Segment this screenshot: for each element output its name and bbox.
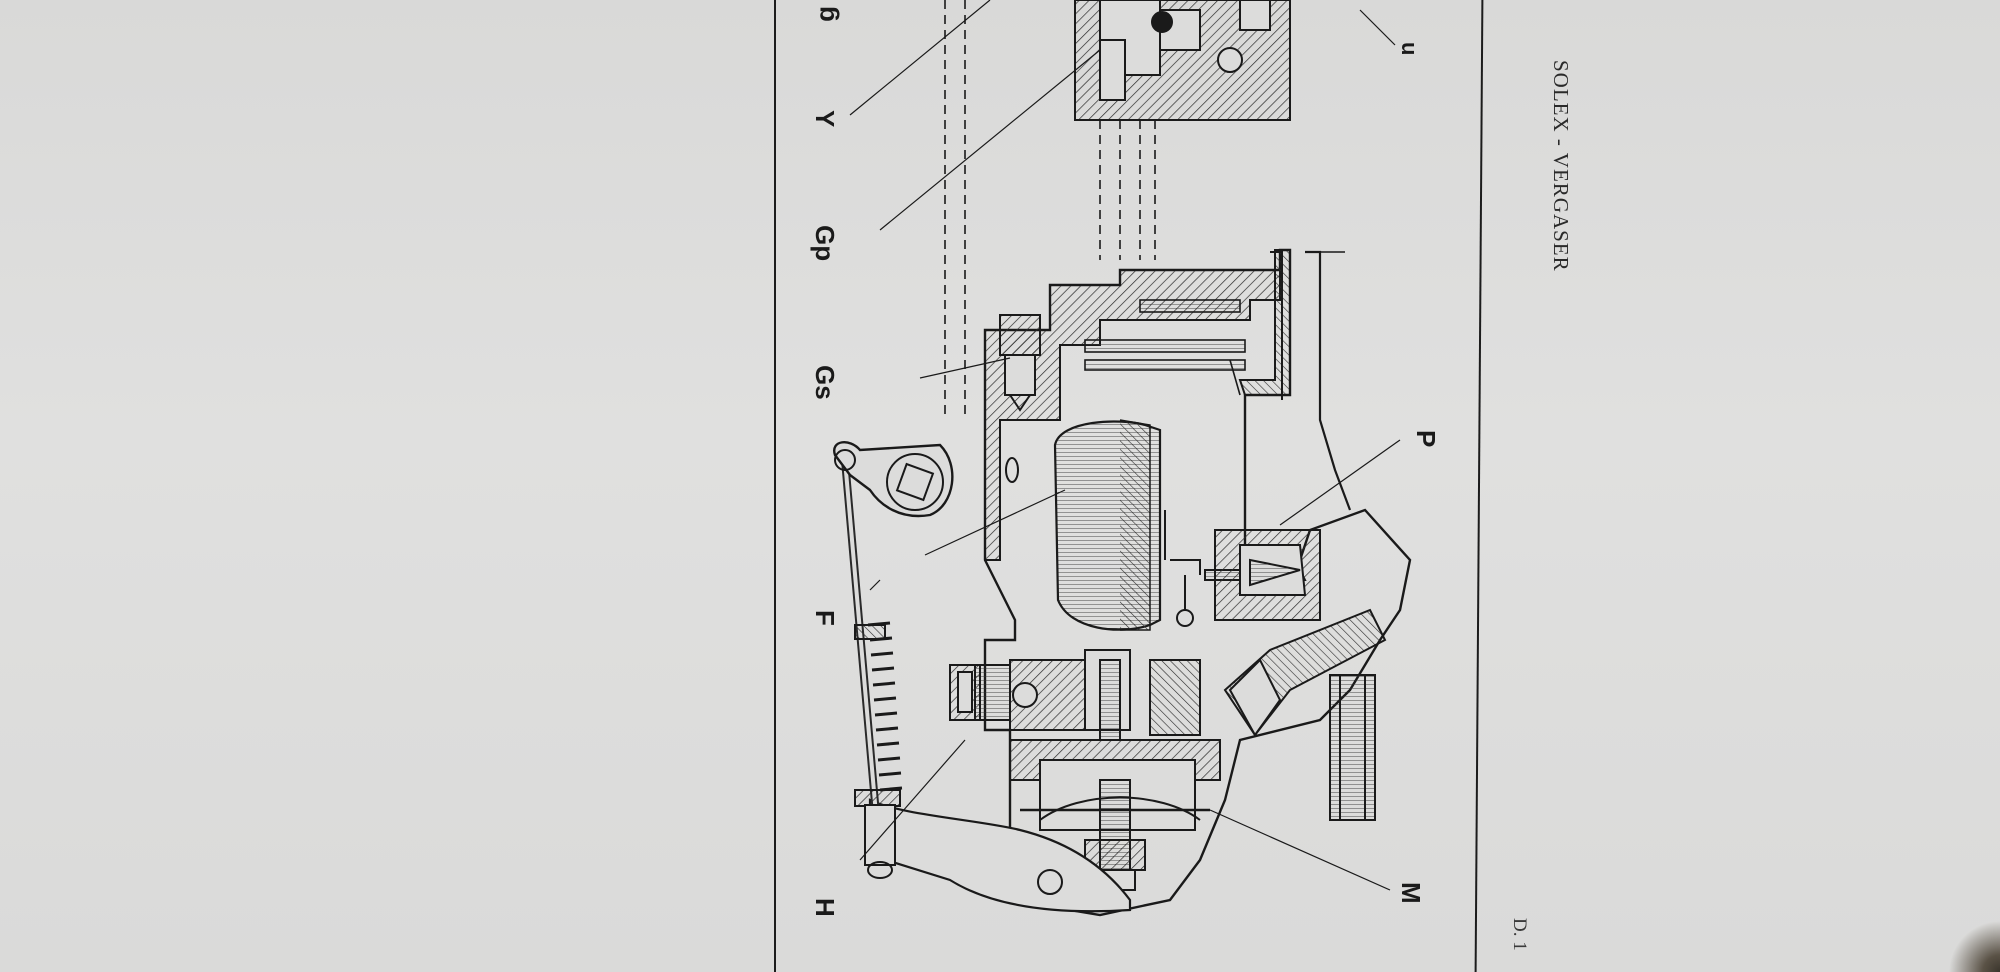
upper-jet-block (1074, 0, 1291, 121)
float (1005, 419, 1162, 631)
label-u: u (1397, 42, 1422, 56)
label-p: P (1411, 430, 1441, 448)
idle-screw (949, 664, 981, 721)
angled-plug (1223, 608, 1387, 737)
jet-diaphragm-assembly (974, 649, 1221, 891)
page-reference: D. 1 (1509, 918, 1530, 951)
corner-shadow (1940, 912, 2000, 972)
frame-left-border (774, 0, 776, 972)
label-m: M (1396, 882, 1426, 904)
label-partial-top-1: g (810, 6, 840, 22)
label-h: H (810, 898, 840, 917)
needle-valve-housing (1214, 529, 1321, 621)
throttle-lever (868, 798, 1132, 913)
page-header: SOLEX - VERGASER (1549, 60, 1573, 272)
label-gp: Gp (810, 225, 840, 262)
gs-screw (999, 314, 1041, 412)
label-f: F (810, 610, 840, 626)
leader-lines (849, 0, 1401, 891)
connecting-cylinder (1329, 674, 1376, 821)
pivot-eye (833, 441, 954, 518)
return-spring (841, 459, 903, 879)
fuel-passages (1084, 299, 1246, 396)
label-y: Y (810, 110, 840, 128)
label-gs: Gs (810, 365, 840, 400)
